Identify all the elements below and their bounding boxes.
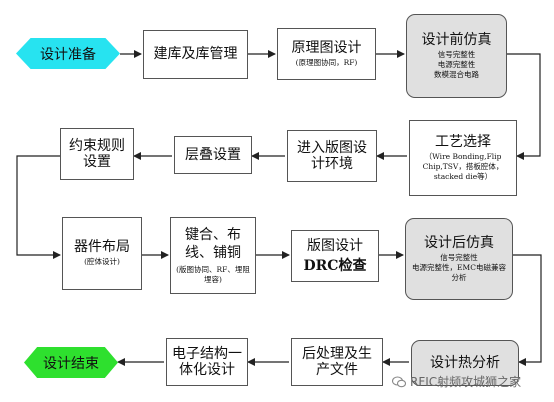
- watermark: RFIC射频攻城狮之家: [392, 373, 521, 390]
- component-placement-note: (腔体设计): [84, 257, 120, 267]
- structure-integration-box: 电子结构一体化设计: [166, 338, 248, 386]
- stackup-setting-label: 层叠设置: [185, 146, 241, 163]
- schematic-design-box: 原理图设计 (原理图协同，RF): [277, 28, 376, 80]
- arrow-presim-to-process: [507, 53, 541, 160]
- end-node: 设计结束: [24, 347, 118, 378]
- process-selection-note: （Wire Bonding,Flip Chip,TSV，搭板腔体，stacked…: [422, 151, 504, 182]
- constraint-rules-label: 约束规则设置: [69, 137, 125, 170]
- post-processing-box: 后处理及生产文件: [291, 338, 383, 386]
- component-placement-box: 器件布局 (腔体设计): [62, 217, 142, 290]
- arrow-postsim-to-thermal: [513, 254, 542, 366]
- pre-simulation-box: 设计前仿真 信号完整性 电源完整性 数模混合电路: [406, 14, 507, 98]
- schematic-design-note: (原理图协同，RF): [295, 57, 358, 67]
- arrow-rules-to-place: [16, 155, 61, 259]
- schematic-design-title: 原理图设计: [291, 39, 362, 56]
- end-label: 设计结束: [43, 355, 99, 372]
- layout-drc-box: 版图设计 DRC检查: [291, 230, 379, 282]
- constraint-rules-box: 约束规则设置: [60, 128, 134, 180]
- library-management-box: 建库及库管理: [143, 30, 248, 79]
- post-processing-label: 后处理及生产文件: [302, 345, 372, 378]
- library-management-label: 建库及库管理: [153, 46, 238, 63]
- component-placement-title: 器件布局: [74, 239, 130, 256]
- start-label: 设计准备: [40, 46, 96, 63]
- bonding-routing-box: 键合、布线、铺铜 (版图协同、RF、埋阻埋容): [170, 217, 256, 294]
- enter-layout-env-box: 进入版图设计环境: [287, 130, 377, 182]
- post-simulation-title: 设计后仿真: [424, 234, 494, 251]
- pre-simulation-title: 设计前仿真: [421, 31, 492, 48]
- watermark-text: RFIC射频攻城狮之家: [410, 375, 522, 389]
- wechat-icon: [392, 375, 406, 387]
- bonding-routing-title: 键合、布线、铺铜: [185, 227, 241, 262]
- post-simulation-box: 设计后仿真 信号完整性 电源完整性，EMC电磁兼容分析: [405, 218, 513, 300]
- process-selection-box: 工艺选择 （Wire Bonding,Flip Chip,TSV，搭板腔体，st…: [409, 120, 517, 196]
- layout-drc-title: 版图设计: [307, 238, 363, 255]
- thermal-analysis-label: 设计热分析: [430, 354, 500, 371]
- layout-drc-subtitle: DRC检查: [303, 257, 367, 274]
- bonding-routing-note: (版图协同、RF、埋阻埋容): [176, 264, 250, 284]
- post-simulation-note: 信号完整性 电源完整性，EMC电磁兼容分析: [412, 252, 506, 283]
- structure-integration-label: 电子结构一体化设计: [172, 345, 242, 378]
- process-selection-title: 工艺选择: [435, 133, 491, 150]
- thermal-analysis-box: 设计热分析: [411, 340, 519, 386]
- enter-layout-env-label: 进入版图设计环境: [297, 139, 367, 172]
- stackup-setting-box: 层叠设置: [174, 136, 252, 174]
- start-node: 设计准备: [16, 38, 120, 69]
- pre-simulation-note: 信号完整性 电源完整性 数模混合电路: [434, 49, 479, 80]
